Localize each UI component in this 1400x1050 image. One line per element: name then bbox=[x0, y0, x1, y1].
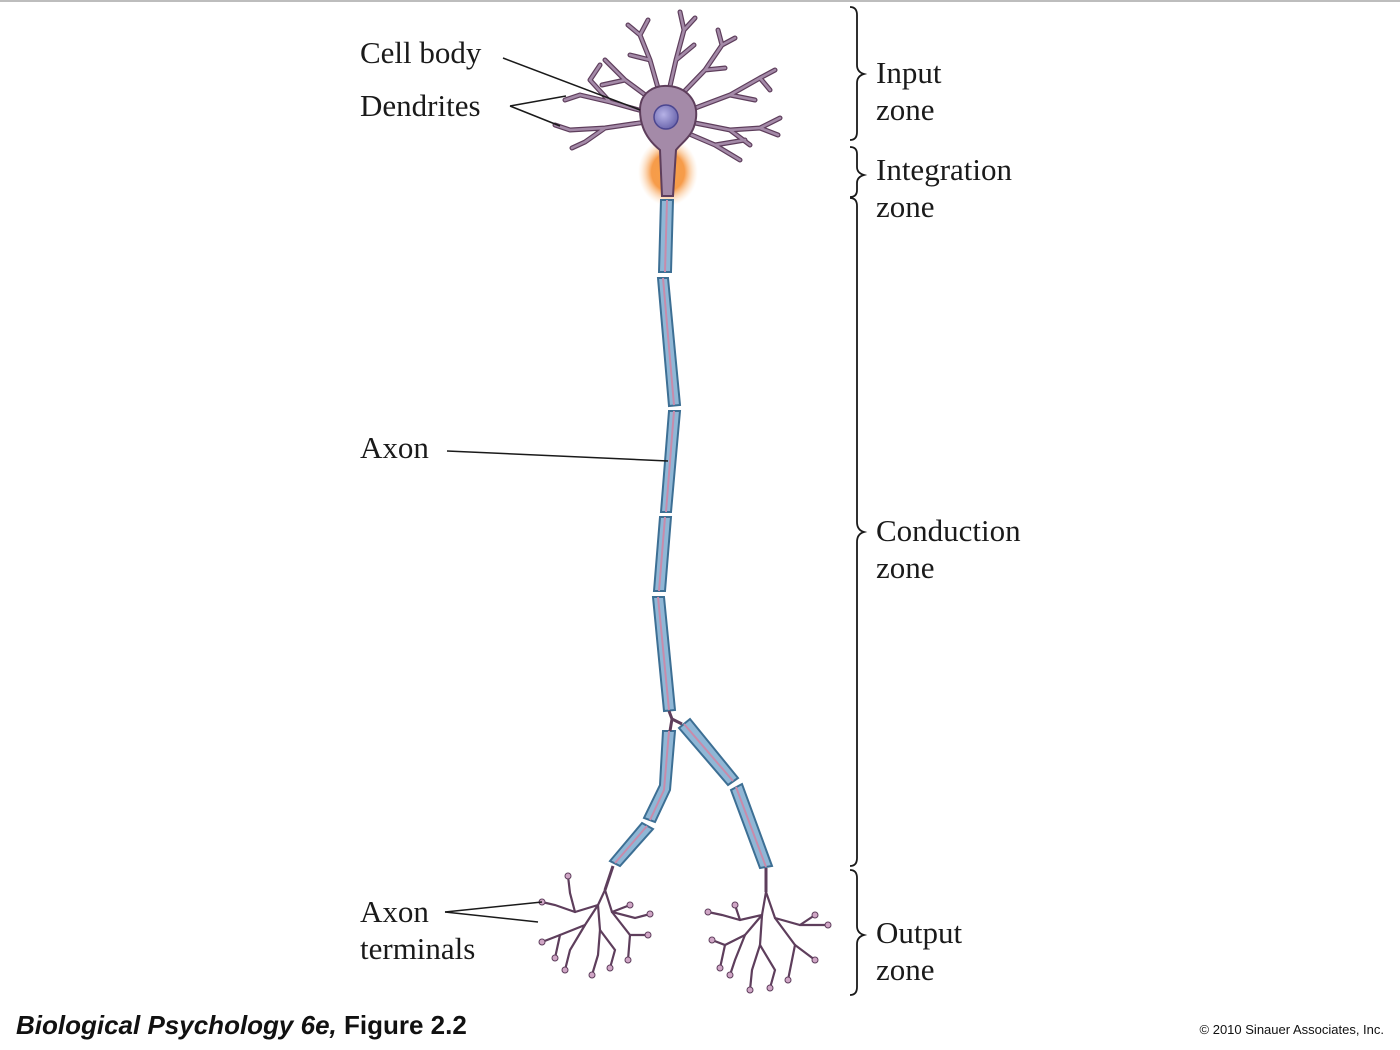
figure-number: Figure 2.2 bbox=[336, 1010, 467, 1040]
integration-zone-brace bbox=[849, 146, 868, 198]
figure-caption: Biological Psychology 6e, Figure 2.2 bbox=[16, 1010, 467, 1041]
axon-terminals-leader-1 bbox=[444, 901, 543, 913]
conduction-zone-label-line1: Conduction bbox=[876, 513, 1021, 548]
input-zone-label-line2: zone bbox=[876, 92, 935, 127]
nucleus bbox=[653, 104, 679, 130]
dendrites-leader-1 bbox=[509, 95, 567, 107]
integration-zone-label: Integration zone bbox=[876, 151, 1012, 225]
cell-body-label: Cell body bbox=[360, 35, 482, 70]
zone-braces bbox=[849, 6, 868, 996]
axon-label: Axon bbox=[360, 430, 429, 465]
input-zone-label: Input zone bbox=[876, 54, 941, 128]
conduction-zone-brace bbox=[849, 197, 868, 867]
book-title: Biological Psychology 6e, bbox=[16, 1010, 337, 1040]
output-zone-label-line1: Output bbox=[876, 915, 963, 950]
integration-zone-label-line1: Integration bbox=[876, 152, 1013, 187]
top-border bbox=[0, 0, 1400, 2]
input-zone-label-line1: Input bbox=[876, 55, 942, 90]
axon-terminals-left bbox=[540, 874, 652, 977]
axon bbox=[603, 199, 774, 892]
output-zone-brace bbox=[849, 869, 868, 996]
cell-body-leader bbox=[502, 57, 641, 111]
axon-terminals-right bbox=[706, 890, 830, 992]
dendrites-label: Dendrites bbox=[360, 88, 481, 123]
axon-terminals-leader-2 bbox=[444, 911, 539, 923]
input-zone-brace bbox=[849, 6, 868, 141]
axon-leader bbox=[446, 450, 669, 462]
conduction-zone-label: Conduction zone bbox=[876, 512, 1021, 586]
leader-lines bbox=[444, 57, 669, 923]
conduction-zone-label-line2: zone bbox=[876, 550, 935, 585]
copyright-notice: © 2010 Sinauer Associates, Inc. bbox=[1199, 1022, 1384, 1037]
axon-terminals-label-line1: Axon bbox=[360, 894, 429, 929]
output-zone-label: Output zone bbox=[876, 914, 962, 988]
output-zone-label-line2: zone bbox=[876, 952, 935, 987]
dendrites-leader-2 bbox=[509, 105, 561, 127]
axon-terminals-label-line2: terminals bbox=[360, 931, 476, 966]
integration-zone-label-line2: zone bbox=[876, 189, 935, 224]
